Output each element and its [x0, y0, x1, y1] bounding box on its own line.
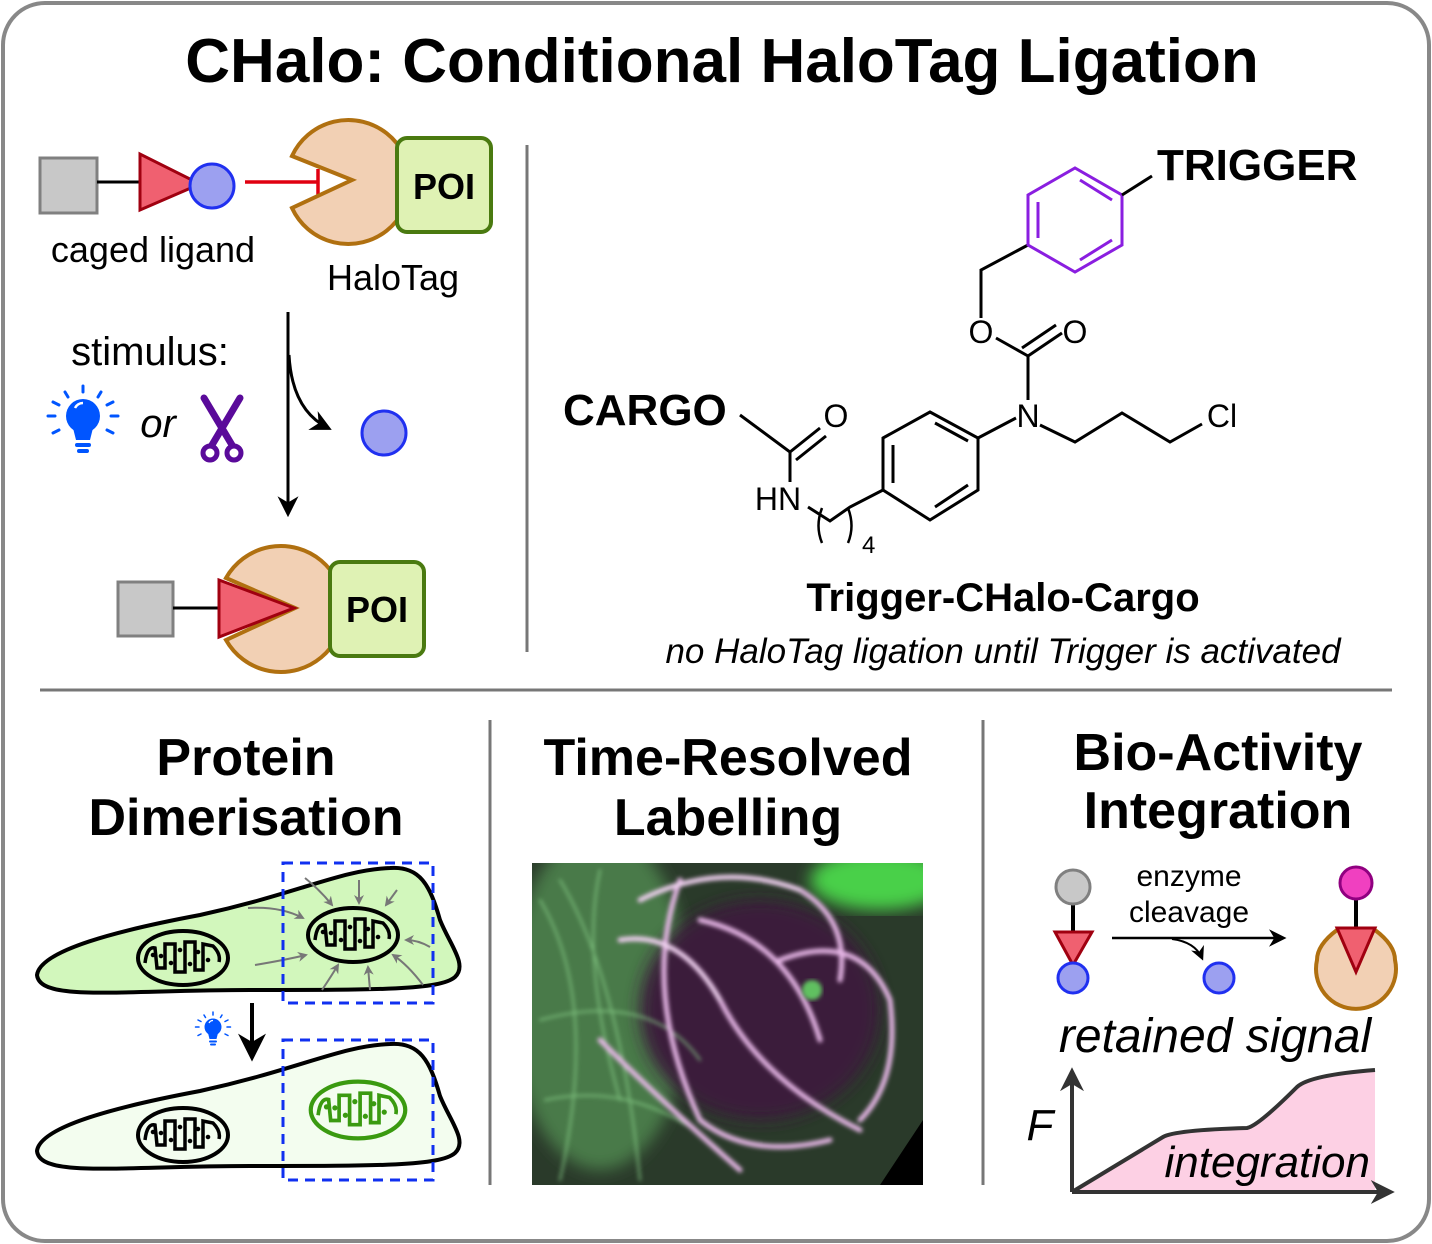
poi-box [395, 136, 493, 234]
atom-hn: HN [755, 481, 801, 517]
y-axis-label: F [1027, 1101, 1056, 1150]
bound-cargo-square [116, 580, 175, 638]
signal-curve [1070, 1068, 1376, 1194]
cleavage-label: cleavage [1129, 896, 1249, 929]
panel-title-line2: Labelling [614, 789, 842, 847]
roi-box-before [281, 861, 435, 1005]
panel-title-line1: Bio-Activity [1074, 724, 1363, 782]
microscopy-image [532, 863, 923, 1185]
page-title: CHalo: Conditional HaloTag Ligation [185, 27, 1258, 96]
cargo-square [38, 156, 99, 215]
atom-n: N [1016, 398, 1039, 434]
cage-circle [188, 162, 236, 210]
ligand-triangle [138, 151, 204, 213]
fluorophore-circle [1338, 865, 1374, 901]
release-arrow [287, 354, 332, 430]
mechanism-panel: POI caged ligand HaloTag stimulus: or PO… [38, 118, 493, 674]
compound-caption: no HaloTag ligation until Trigger is act… [665, 632, 1342, 671]
labelling-panel: Time-Resolved Labelling [532, 729, 923, 1185]
panel-title-line1: Protein [156, 729, 335, 787]
compound-name: Trigger-CHalo-Cargo [806, 576, 1199, 620]
ligand-triangle [1052, 930, 1095, 969]
integration-label: integration [1165, 1138, 1370, 1187]
trigger-label: TRIGGER [1157, 141, 1357, 190]
or-label: or [140, 402, 177, 446]
released-cage-circle [1202, 961, 1236, 995]
bound-poi-label: POI [346, 589, 408, 630]
atom-cl: Cl [1207, 398, 1237, 434]
scissors-icon [200, 394, 244, 463]
atom-o-carbonyl: O [1063, 314, 1088, 350]
atom-o-ester: O [969, 314, 994, 350]
bound-ligand-triangle [1334, 926, 1378, 976]
cage-circle [1056, 961, 1090, 995]
recruitment-arrows [247, 877, 431, 991]
cargo-circle [1054, 868, 1092, 906]
bound-ligand-triangle [217, 577, 299, 640]
caged-ligand-label: caged ligand [51, 229, 255, 270]
bioactivity-panel: Bio-Activity Integration enzyme cleavage… [1027, 724, 1398, 1204]
integration-area [1072, 1070, 1375, 1192]
panel-title-line1: Time-Resolved [544, 729, 913, 787]
trigger-benzyl-ring [1026, 166, 1153, 274]
released-cage-circle [360, 409, 408, 457]
roi-box-after [281, 1038, 435, 1182]
poi-label: POI [413, 166, 475, 207]
bound-poi-box [328, 560, 426, 658]
cargo-label: CARGO [563, 386, 727, 435]
chemical-structure: CARGO TRIGGER O HN 4 N O O Cl Trigger-CH… [563, 141, 1357, 671]
halotag-label: HaloTag [327, 257, 459, 298]
panel-title-line2: Integration [1084, 782, 1353, 840]
atom-o: O [824, 398, 849, 434]
stimulus-label: stimulus: [71, 330, 229, 374]
dividers [40, 145, 1392, 1185]
subscript-4: 4 [862, 532, 875, 559]
retained-signal-label: retained signal [1059, 1010, 1373, 1063]
inhibition-line [245, 169, 320, 195]
dimerisation-panel: Protein Dimerisation [34, 729, 462, 1182]
enzyme-label: enzyme [1136, 860, 1241, 893]
panel-title-line2: Dimerisation [89, 789, 404, 847]
